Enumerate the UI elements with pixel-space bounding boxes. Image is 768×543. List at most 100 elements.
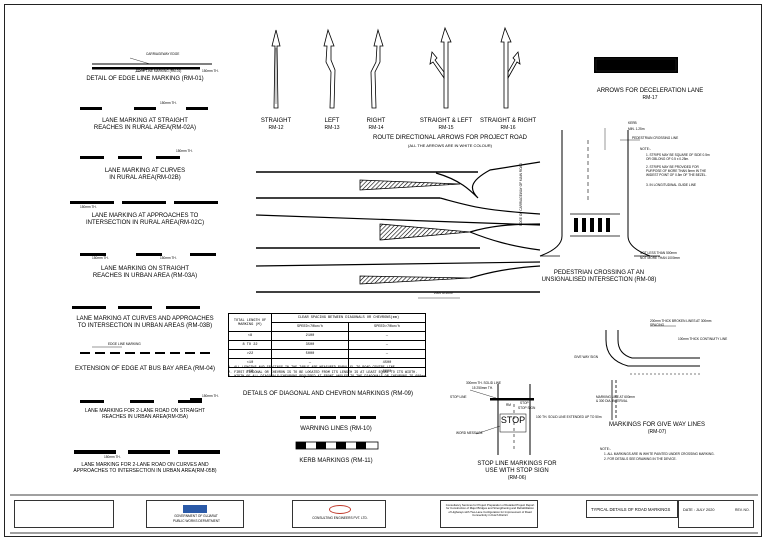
date-box: DATE : JULY 2020 REV. NO.: [678, 500, 754, 528]
rm02a-dim: 150mm TH.: [160, 101, 177, 105]
stop-word: STOP: [500, 415, 526, 425]
note-3: 3. WIDTH OF ALL DIAGONALS/CHEVRONS REQUI…: [228, 375, 428, 380]
stop-title-2: USE WITH STOP SIGN: [485, 468, 549, 474]
pedestrian-crossing-diagram: [539, 128, 660, 257]
rm05b-title-2: APPROACHES TO INTERSECTION IN URBAN AREA…: [73, 468, 217, 474]
rm05a-title-2: REACHES IN URBAN AREA(RM-05A): [102, 414, 188, 420]
giveway-c3: GIVE WAY SIGN: [574, 355, 599, 359]
giveway-note-head: NOTE:-: [600, 447, 611, 451]
stop-c4: 100 TH. SOLID LINE EXTENDED UP TO 50m: [536, 415, 602, 419]
table-cell: 8000: [348, 367, 426, 377]
title-block-frame: [10, 494, 758, 534]
rm05a-title-1: LANE MARKING FOR 2-LANE ROAD ON STRAIGHT: [84, 408, 206, 414]
table-cell: >22: [228, 349, 272, 359]
rm03a-dim2: 150mm TH.: [160, 256, 177, 260]
ped-note-2: 2. STRIPS MAY BE PROVIDED FOR PURPOSE OF…: [646, 165, 707, 177]
table-cell: —: [348, 349, 426, 359]
note-1: 1. ALL LENGTHS AND SPACINGS IN THE TABLE…: [228, 366, 397, 370]
decel-title: ARROWS FOR DECELERATION LANE: [596, 88, 704, 94]
kerb-markings: [295, 441, 379, 450]
rm02a-title-1: LANE MARKING AT STRAIGHT: [102, 118, 188, 124]
chevron-dim: 2000 to 5000: [434, 291, 453, 295]
giveway-note-1: 1. ALL MARKINGS ARE IN WHITE PAINTED UND…: [604, 452, 715, 456]
revision-no: REV. NO.: [735, 508, 750, 512]
arrow-straight-right-icon: [500, 26, 521, 109]
arrow-code-straight-right: RM-16: [500, 125, 516, 131]
stop-c8: RM: [506, 403, 511, 407]
arrow-code-right: RM-14: [368, 125, 384, 131]
arrow-code-straight: RM-12: [268, 125, 284, 131]
ped-dim3: NOT MORE THAN 1000mm: [640, 256, 680, 260]
chevron-marking-2: [255, 214, 541, 251]
ped-title-1: PEDESTRIAN CROSSING AT AN: [553, 270, 645, 276]
rm03a-title-2: REACHES IN URBAN AREA (RM-03A): [92, 273, 198, 279]
edge-callout-bottom: EDGE LINE MARKING (RM-01): [136, 69, 182, 73]
chevron-caption: DETAILS OF DIAGONAL AND CHEVRON MARKINGS…: [242, 391, 414, 397]
rm03b-lane-marking: [72, 306, 200, 309]
rm02c-lane-marking: [70, 201, 218, 204]
arrow-label-straight: STRAIGHT: [260, 118, 292, 124]
rm04-callout: EDGE LINE MARKING: [108, 342, 141, 346]
drawing-sheet: [4, 4, 762, 537]
consultant-box: CONSULTING ENGINEERS PVT. LTD.: [292, 500, 386, 528]
stop-title-1: STOP LINE MARKINGS FOR: [477, 461, 557, 467]
rm05b-dim: 150mm TH.: [104, 455, 121, 459]
rm04-bus-bay-edge: [80, 346, 210, 354]
rm03a-title-1: LANE MARKING ON STRAIGHT: [100, 266, 189, 272]
client-name: PUBLIC WORKS DEPARTMENT: [173, 519, 220, 523]
ped-title-2: UNSIGNALISED INTERSECTION (RM-08): [541, 277, 657, 283]
table-cell: 5000: [271, 349, 349, 359]
arrow-straight-left-icon: [429, 26, 452, 109]
ped-crossing-label: PEDESTRIAN CROSSING LINE: [632, 136, 679, 140]
deceleration-arrows: [594, 57, 678, 73]
rm03b-title-1: LANE MARKING AT CURVES AND APPROACHES: [76, 316, 214, 322]
arrow-code-straight-left: RM-15: [438, 125, 454, 131]
rm02b-lane-marking: [80, 156, 180, 159]
table-row: >10—8000: [228, 367, 426, 377]
ped-dim2: NOT LESS THAN 500mm: [640, 251, 677, 255]
project-description: Consultancy Services for Project Prepara…: [445, 503, 535, 518]
give-way-diagram: [605, 325, 700, 420]
stop-c2: 15 250mm TH.: [472, 386, 494, 390]
rm05a-dim: 150mm TH.: [202, 394, 219, 398]
drawing-title: TYPICAL DETAILS OF ROAD MARKINGS: [591, 507, 671, 512]
rm05b-lane-marking: [74, 450, 220, 454]
giveway-title-2: (RM-07): [647, 429, 667, 435]
client-logo-icon: [183, 505, 207, 513]
table-cell: —: [348, 331, 426, 341]
revision-table: [14, 500, 114, 528]
consultant-name: CONSULTING ENGINEERS PVT. LTD.: [312, 516, 368, 520]
arrow-label-right: RIGHT: [366, 118, 386, 124]
chevron-notes: 1. ALL LENGTHS AND SPACINGS IN THE TABLE…: [228, 366, 427, 380]
ped-dim1: MIN. 1.25m: [628, 127, 645, 131]
rm02c-dim: 150mm TH.: [80, 205, 97, 209]
kerb-title: KERB MARKINGS (RM-11): [299, 458, 373, 464]
ped-note-1: 1. STRIPS MAY BE SQUARE OF SIDE 0.5m OR …: [646, 153, 710, 161]
rm02c-title-1: LANE MARKING AT APPROACHES TO: [91, 213, 199, 219]
giveway-title-1: MARKINGS FOR GIVE WAY LINES: [609, 422, 705, 428]
stop-line-diagram: [469, 384, 534, 455]
arrow-left-icon: [323, 28, 336, 109]
rm01-title: DETAIL OF EDGE LINE MARKING (RM-01): [86, 76, 204, 82]
table-cell: 2100: [271, 331, 349, 341]
rm03b-title-2: TO INTERSECTION IN URBAN AREAS (RM-03B): [77, 323, 213, 329]
arrows-caption-sub: (ALL THE ARROWS ARE IN WHITE COLOUR): [407, 143, 492, 148]
chevron-marking-1: [256, 161, 541, 215]
consultant-logo-icon: [329, 505, 351, 514]
stop-c7: STOP SIGN: [518, 406, 536, 410]
ped-note-3: 3. IN LONGITUDINAL GUIDE LINE: [646, 183, 697, 187]
stop-c5: WORD MESSAGE: [456, 431, 483, 435]
table-head-length: TOTAL LENGTH OF MARKING (M): [228, 313, 272, 332]
table-head-spacing: CLEAR SPACING BETWEEN DIAGONALS OR CHEVR…: [271, 313, 426, 323]
table-cell: 3500: [271, 340, 349, 350]
stop-c6: STOP: [520, 401, 529, 405]
arrows-caption: ROUTE DIRECTIONAL ARROWS FOR PROJECT ROA…: [372, 135, 527, 141]
arrow-straight-icon: [271, 29, 281, 109]
arrow-right-icon: [370, 28, 384, 109]
warning-lines-marking: [300, 416, 376, 419]
rm02c-title-2: INTERSECTION IN RURAL AREA(RM-02C): [85, 220, 205, 226]
table-cell: —: [348, 340, 426, 350]
arrow-label-straight-left: STRAIGHT & LEFT: [419, 118, 473, 124]
rm02a-title-2: REACHES IN RURAL AREA(RM-02A): [93, 125, 197, 131]
